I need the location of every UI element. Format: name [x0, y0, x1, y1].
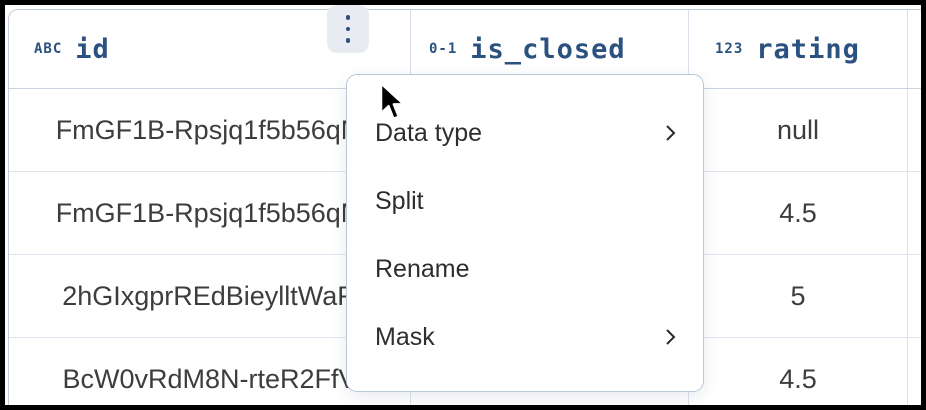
menu-item-split[interactable]: Split	[347, 167, 703, 235]
app-canvas: ABC id 0-1 is_closed 123 rating	[5, 5, 921, 405]
cell-id[interactable]: BcW0vRdM8N-rteR2FfV	[9, 338, 411, 405]
menu-item-label: Mask	[375, 322, 435, 351]
column-header-id[interactable]: ABC id	[9, 5, 411, 88]
cell-clipped	[908, 338, 921, 405]
kebab-dots-icon	[345, 26, 351, 32]
kebab-dots-icon	[345, 15, 351, 20]
grid-header-row: ABC id 0-1 is_closed 123 rating	[9, 5, 921, 89]
column-header-rating[interactable]: 123 rating	[689, 10, 908, 88]
menu-item-label: Rename	[375, 254, 470, 283]
cell-id[interactable]: FmGF1B-Rpsjq1f5b56qM	[9, 172, 411, 254]
cell-rating[interactable]: 4.5	[689, 172, 908, 254]
menu-item-label: Split	[375, 186, 424, 215]
cell-rating[interactable]: null	[689, 89, 908, 171]
cell-rating[interactable]: 5	[689, 255, 908, 337]
number-type-icon: 123	[715, 41, 744, 57]
string-type-icon: ABC	[34, 41, 63, 57]
kebab-dots-icon	[345, 38, 351, 43]
column-menu-button[interactable]	[327, 5, 369, 53]
cell-clipped	[908, 255, 921, 337]
cell-clipped	[908, 172, 921, 254]
boolean-type-icon: 0-1	[429, 41, 458, 57]
menu-item-data-type[interactable]: Data type	[347, 99, 703, 167]
chevron-right-icon	[664, 327, 677, 347]
menu-item-label: Data type	[375, 118, 483, 147]
cell-clipped	[908, 89, 921, 171]
chevron-right-icon	[664, 123, 677, 143]
column-header-is-closed-label: is_closed	[470, 33, 626, 65]
cell-rating[interactable]: 4.5	[689, 338, 908, 405]
column-header-is-closed[interactable]: 0-1 is_closed	[411, 10, 689, 88]
menu-item-rename[interactable]: Rename	[347, 235, 703, 303]
menu-item-mask[interactable]: Mask	[347, 303, 703, 371]
cell-id[interactable]: FmGF1B-Rpsjq1f5b56qM	[9, 89, 411, 171]
column-context-menu: Data type Split Rename Mask	[346, 74, 704, 392]
column-header-id-label: id	[75, 33, 110, 65]
column-header-rating-label: rating	[756, 33, 860, 65]
table-row: BcW0vRdM8N-rteR2FfV 4.5	[9, 338, 921, 405]
column-header-clipped	[908, 10, 921, 88]
cell-id[interactable]: 2hGIxgprREdBieylltWaR	[9, 255, 411, 337]
